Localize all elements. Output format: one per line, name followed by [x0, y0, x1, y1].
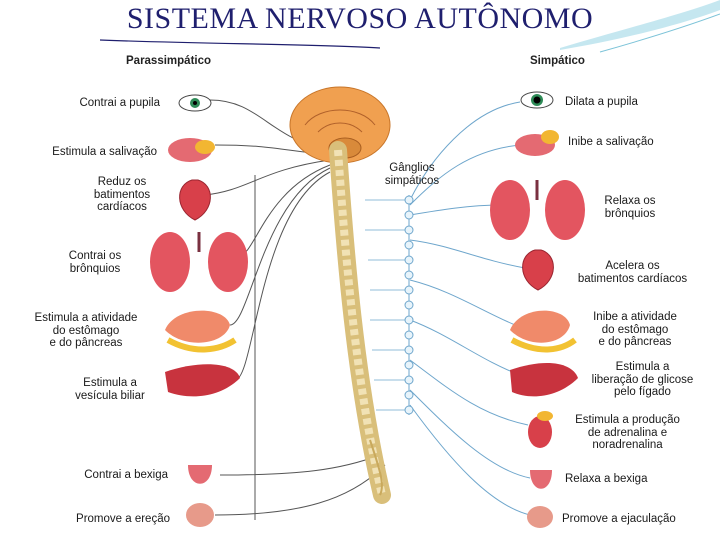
- label-dilata-pupila: Dilata a pupila: [565, 96, 638, 108]
- label-acelera-batimentos: Acelera os batimentos cardíacos: [577, 260, 688, 285]
- label-relaxa-bexiga: Relaxa a bexiga: [565, 473, 648, 485]
- stomach-right-icon: [510, 310, 577, 353]
- liver-left-icon: [165, 364, 240, 397]
- stomach-left-icon: [165, 310, 237, 353]
- spinal-cord: [329, 141, 391, 504]
- salivary-gland-right-icon: [515, 130, 559, 156]
- label-contrai-pupila: Contrai a pupila: [79, 97, 160, 109]
- spinal-rami: [365, 199, 405, 411]
- label-contrai-bexiga: Contrai a bexiga: [84, 469, 168, 481]
- liver-right-icon: [510, 363, 578, 397]
- sympathetic-nerves: [409, 101, 531, 516]
- lungs-right-icon: [490, 180, 585, 240]
- salivary-gland-left-icon: [168, 138, 215, 162]
- genital-left-icon: [186, 503, 214, 527]
- right-organs: [490, 91, 585, 528]
- heart-left-icon: [179, 179, 211, 221]
- bladder-right-icon: [530, 470, 552, 489]
- left-organs: [150, 94, 248, 527]
- label-reduz-batimentos: Reduz os batimentos cardíacos: [93, 176, 151, 213]
- label-estimula-salivacao: Estimula a salivação: [52, 146, 157, 158]
- parasympathetic-header: Parassimpático: [126, 55, 212, 67]
- heart-right-icon: [522, 249, 554, 291]
- label-estimula-vesicula: Estimula a vesícula biliar: [75, 377, 145, 402]
- label-promove-erecao: Promove a ereção: [76, 513, 170, 525]
- lungs-left-icon: [150, 232, 248, 292]
- label-liberacao-glicose: Estimula a liberação de glicose pelo fíg…: [591, 361, 694, 398]
- label-estimula-estomago: Estimula a atividade do estômago e do pâ…: [34, 312, 138, 349]
- title-accent-swoosh: [99, 0, 720, 53]
- label-producao-adrenalina: Estimula a produção de adrenalina e nora…: [575, 414, 680, 451]
- adrenal-kidney-right-icon: [528, 411, 553, 448]
- sympathetic-header: Simpático: [530, 55, 585, 67]
- ganglia-label: Gânglios simpáticos: [384, 162, 440, 187]
- genital-right-icon: [527, 506, 553, 528]
- label-inibe-salivacao: Inibe a salivação: [568, 136, 654, 148]
- label-inibe-estomago: Inibe a atividade do estômago e do pâncr…: [593, 311, 677, 348]
- parasympathetic-nerves: [204, 99, 386, 520]
- bladder-left-icon: [188, 465, 212, 484]
- sympathetic-ganglia-chain: [404, 195, 414, 415]
- slide-title: SISTEMA NERVOSO AUTÔNOMO: [126, 2, 594, 35]
- label-promove-ejaculacao: Promove a ejaculação: [562, 513, 676, 525]
- eye-left-icon: [178, 94, 212, 112]
- label-contrai-bronquios: Contrai os brônquios: [68, 250, 122, 275]
- eye-right-icon: [520, 91, 554, 109]
- label-relaxa-bronquios: Relaxa os brônquios: [604, 195, 656, 220]
